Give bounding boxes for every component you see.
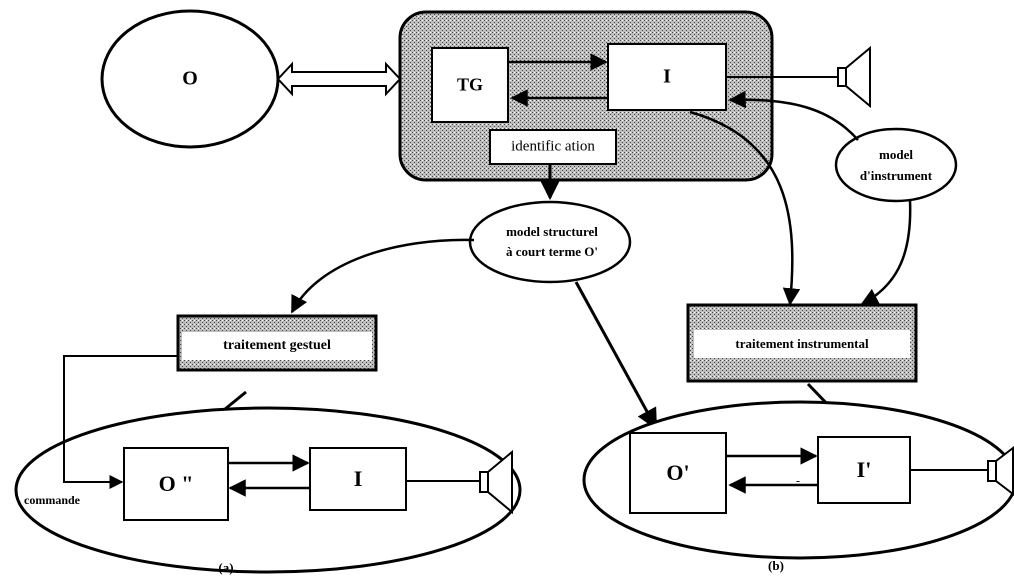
dash-mark: - [796, 473, 800, 488]
o-double-prime-label: O " [158, 471, 194, 496]
object-o-label: O [182, 67, 198, 90]
model-instrument-label-1: model [879, 147, 913, 162]
i-a-label: I [353, 466, 363, 491]
instrument-i-label: I [663, 65, 671, 88]
tg-label: TG [456, 74, 484, 95]
identification-box [489, 129, 617, 165]
speaker-b-body [987, 460, 997, 482]
traitement-gestuel-label: traitement gestuel [223, 338, 331, 353]
system-a-ellipse [14, 406, 522, 574]
commande-line [63, 355, 178, 489]
tg-box [431, 47, 509, 123]
identification-label: identific ation [511, 138, 595, 155]
i-prime-box [817, 436, 911, 504]
o-prime-label: O' [666, 460, 690, 485]
i-box-a [309, 447, 407, 511]
double-arrow [276, 61, 402, 97]
caption-a: (a) [218, 560, 234, 575]
traitement-instrumental-label: traitement instrumental [735, 336, 869, 351]
model-instrument-label-2: d'instrument [859, 168, 933, 183]
model-structurel-label-1: model structurel [506, 224, 598, 239]
model-structurel-label-2: à court terme O' [505, 244, 599, 259]
speaker-top-body [837, 67, 847, 87]
speaker-top-cone [845, 45, 871, 109]
o-double-prime-box [123, 447, 229, 521]
i-prime-label: I' [856, 457, 872, 482]
speaker-b-cone [995, 445, 1014, 497]
speaker-a-cone [487, 449, 513, 515]
model-structurel-ellipse [468, 200, 632, 284]
model-instrument-ellipse [834, 127, 958, 203]
commande-label: commande [24, 493, 80, 507]
speaker-a-body [479, 471, 489, 493]
o-prime-box [629, 432, 727, 514]
caption-b: (b) [768, 558, 784, 573]
